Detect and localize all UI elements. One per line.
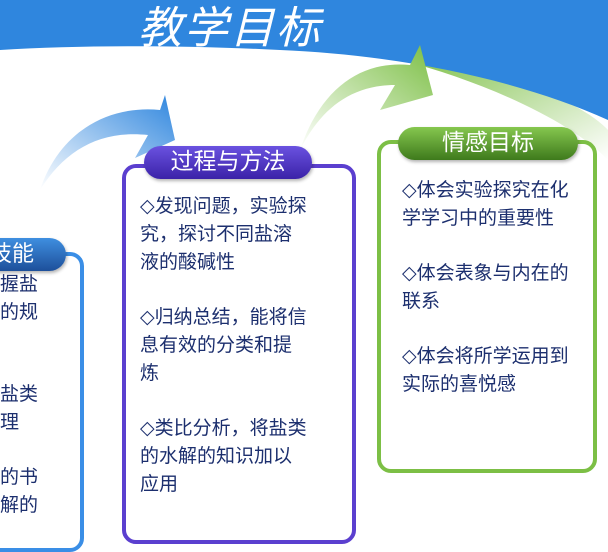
arrow-icon: [40, 95, 175, 190]
page-title: 教学目标: [138, 3, 322, 54]
skills-label: 技能: [0, 238, 66, 271]
process-label: 过程与方法: [144, 146, 312, 179]
list-item: ◇体会实验探究在化学学习中的重要性: [402, 179, 569, 229]
list-item: ◇发现问题，实验探究，探讨不同盐溶液的酸碱性: [140, 195, 307, 273]
banner-background: [0, 0, 608, 190]
process-text: ◇发现问题，实验探究，探讨不同盐溶液的酸碱性 ◇归纳总结，能将信息有效的分类和提…: [140, 192, 308, 525]
list-item: ◇体会将所学运用到实际的喜悦感: [402, 345, 569, 395]
list-item: ◇类比分析，将盐类的水解的知识加以应用: [140, 417, 307, 495]
list-item: ◇归纳总结，能将信息有效的分类和提炼: [140, 306, 307, 384]
list-item: ◇体会表象与内在的联系: [402, 262, 569, 312]
skills-text: 握盐的规 盐类理 的书解的: [0, 273, 39, 516]
emotion-text: ◇体会实验探究在化学学习中的重要性 ◇体会表象与内在的联系 ◇体会将所学运用到实…: [402, 176, 570, 425]
arrow-icon: [300, 45, 433, 150]
emotion-label: 情感目标: [398, 127, 578, 160]
